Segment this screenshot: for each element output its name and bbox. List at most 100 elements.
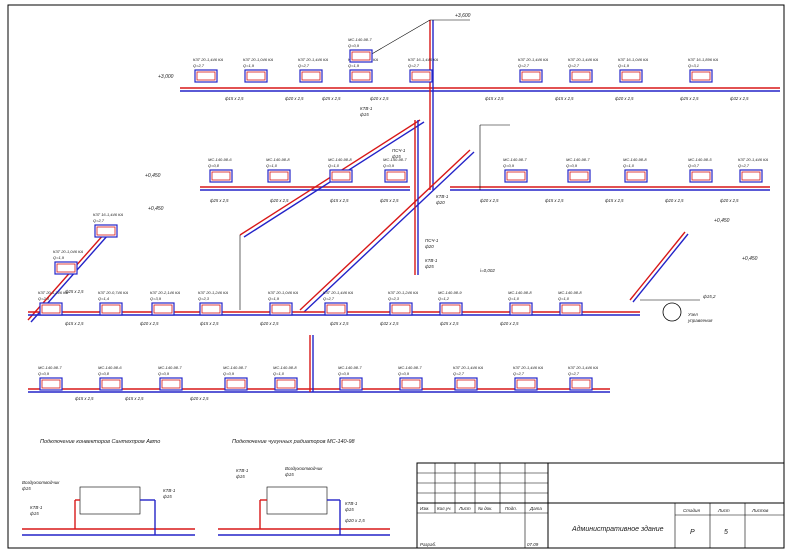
radiator-model: МС-140-98-8	[328, 157, 352, 162]
radiator-body	[567, 169, 591, 183]
legend-conv-valve-right: КТВ-1	[163, 488, 176, 493]
radiator-model: МС-140-98-7	[348, 37, 372, 42]
top-main-line	[180, 19, 780, 190]
radiator: МС-140-98-6Q=0,8	[98, 365, 123, 391]
pipe-diameter-label: ф25 х 2,5	[322, 96, 341, 101]
radiator-heat: Q=1,9	[243, 63, 255, 68]
radiator-model: КЗТ 20-1,246 КА	[198, 290, 228, 295]
radiator-body	[299, 69, 323, 83]
radiator: МС-140-98-5Q=0,7	[688, 157, 713, 183]
radiator-heat: Q=1,9	[53, 255, 65, 260]
radiator-heat: Q=2,7	[93, 218, 105, 223]
radiator-heat: Q=2,7	[568, 63, 580, 68]
radiator-body	[454, 377, 478, 391]
radiator-heat: Q=2,7	[298, 63, 310, 68]
fourth-line	[28, 335, 610, 393]
radiator-body	[194, 69, 218, 83]
tb-h-kol: Кол.уч.	[437, 506, 452, 511]
pipe-diameter-label: ф25 х 2,5	[210, 198, 229, 203]
radiator-heat: Q=0,7	[688, 163, 700, 168]
third-main-line	[28, 299, 700, 322]
pipe-diameter-label: ф15 х 2,5	[225, 96, 244, 101]
radiator-model: МС-140-98-7	[398, 365, 422, 370]
radiator: МС-140-98-7Q=0,9	[348, 37, 373, 63]
radiator-inner	[506, 171, 526, 181]
legend-rad-valve-right2: ф15	[345, 507, 354, 512]
pipe-diameter-label: ф25 х 2,5	[680, 96, 699, 101]
legend-conv-valve-left2: ф15	[30, 511, 39, 516]
pipe-diameter-label: ф15 х 2,5	[65, 321, 84, 326]
pipe-diameter-label: ф25 х 2,5	[380, 198, 399, 203]
pump-label-2: Узел	[688, 312, 698, 317]
radiator-heat: Q=3,9	[150, 296, 162, 301]
radiator-inner	[626, 171, 646, 181]
radiator-inner	[351, 71, 371, 81]
tb-stage-header: Стадия	[683, 508, 700, 513]
legend-rad-valve-left: КТВ-1	[236, 468, 249, 473]
radiator-heat: Q=2,7	[568, 371, 580, 376]
radiator-inner	[691, 71, 711, 81]
radiator-heat: Q=1,0	[328, 163, 340, 168]
radiator-inner	[456, 379, 476, 389]
radiator-heat: Q=3,1	[688, 63, 699, 68]
pipe-diameter-label: ф20 х 2,5	[720, 198, 739, 203]
radiator-body	[274, 377, 298, 391]
radiator-body	[519, 69, 543, 83]
radiator-inner	[341, 379, 361, 389]
radiator-model: МС-140-98-7	[503, 157, 527, 162]
radiator-inner	[571, 379, 591, 389]
pipe-diameter-label: ф15 х 2,5	[75, 396, 94, 401]
radiator: КЗТ 20-1,246 КАQ=2,3	[38, 290, 68, 316]
radiator-inner	[276, 379, 296, 389]
radiator: КЗТ 20-1,046 КАQ=1,9	[268, 290, 298, 316]
radiator: МС-140-98-8Q=1,0	[623, 157, 648, 183]
radiator-inner	[511, 304, 531, 314]
radiator-model: МС-140-98-7	[158, 365, 182, 370]
radiator: КЗТ 20-2,146 КАQ=3,9	[150, 290, 180, 316]
radiator-heat: Q=0,9	[383, 163, 395, 168]
radiator-body	[439, 302, 463, 316]
radiator-body	[224, 377, 248, 391]
pipe-diameter-label: ф15 х 2,5	[200, 321, 219, 326]
radiator-inner	[441, 304, 461, 314]
tb-h-podp: Подп.	[505, 506, 517, 511]
radiator-model: МС-140-98-9	[438, 290, 462, 295]
radiator-model: КЗТ 20-1,446 КА	[453, 365, 483, 370]
radiator: МС-140-98-7Q=0,9	[158, 365, 183, 391]
radiator-body	[569, 69, 593, 83]
radiator-inner	[301, 71, 321, 81]
radiator-model: КЗТ 20-1,446 КА	[193, 57, 223, 62]
radiator: МС-140-98-7Q=0,9	[398, 365, 423, 391]
tb-h-date: Дата	[529, 506, 542, 511]
riser-label-6: ф20	[436, 200, 445, 205]
radiator-body	[504, 169, 528, 183]
radiator-inner	[391, 304, 411, 314]
radiator: МС-140-98-8Q=1,0	[273, 365, 298, 391]
pipe-diameter-label: ф15 х 2,5	[545, 198, 564, 203]
radiator-inner	[401, 379, 421, 389]
radiator-model: МС-140-98-7	[383, 157, 407, 162]
radiator-model: МС-140-98-8	[558, 290, 582, 295]
pipe-diameter-label: ф32 х 2,5	[380, 321, 399, 326]
sheet-frame	[7, 4, 785, 549]
radiator-inner	[211, 171, 231, 181]
radiator-inner	[96, 226, 116, 236]
radiator-body	[39, 377, 63, 391]
radiator-body	[244, 69, 268, 83]
radiator-body	[209, 169, 233, 183]
radiator-body	[689, 69, 713, 83]
radiator-inner	[561, 304, 581, 314]
pipe-diameter-label: ф20 х 2,5	[140, 321, 159, 326]
radiator: КЗТ 16-1,446 КАQ=2,7	[408, 57, 438, 83]
radiator-body	[619, 69, 643, 83]
radiator-body	[324, 302, 348, 316]
elevation-5: +0,450	[742, 256, 758, 262]
radiator: КЗТ 20-1,446 КАQ=2,7	[323, 290, 353, 316]
legend-rad-valve-left2: ф15	[236, 474, 245, 479]
radiator-body	[389, 302, 413, 316]
tb-h-list: Лист	[458, 506, 471, 511]
radiator-inner	[226, 379, 246, 389]
radiator-body	[339, 377, 363, 391]
legend-rad-title: Подключение чугунных радиаторов МС-140-9…	[232, 439, 356, 445]
radiator-body	[267, 169, 291, 183]
